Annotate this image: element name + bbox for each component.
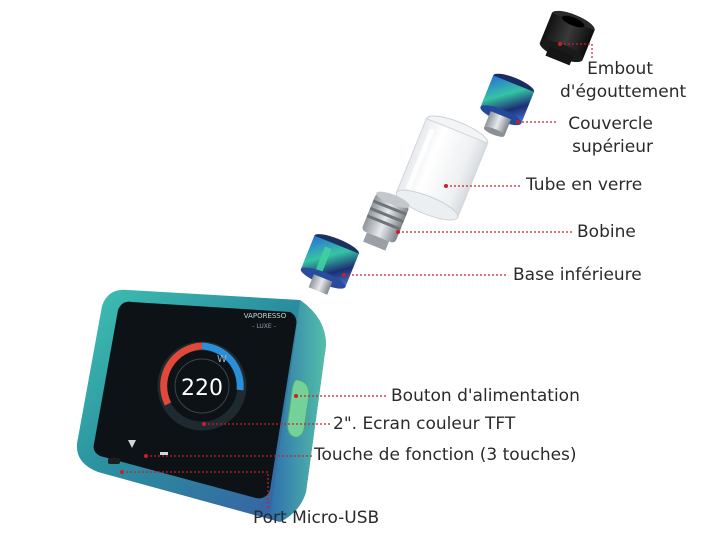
label-function-keys: Touche de fonction (3 touches) [314, 445, 577, 465]
label-micro-usb: Port Micro-USB [253, 508, 380, 528]
coil [362, 191, 410, 251]
leader-micro-usb [122, 471, 269, 508]
function-key-icon[interactable] [128, 440, 136, 448]
function-key-menu-icon[interactable] [160, 452, 168, 455]
label-bottom-base: Base inférieure [513, 265, 642, 285]
power-button[interactable] [287, 379, 310, 438]
screen-brand: VAPORESSO [244, 312, 287, 320]
wattage-unit: W [217, 354, 227, 365]
wattage-value: 220 [181, 376, 223, 401]
mod-device: 220 W VAPORESSO - LUXE - [76, 289, 326, 522]
label-top-cap: Couvercle supérieur [553, 113, 653, 159]
label-top-cap-line2: supérieur [572, 137, 653, 157]
glass-tube [395, 115, 489, 221]
label-power-button: Bouton d'alimentation [391, 386, 580, 406]
top-cap [480, 73, 535, 137]
label-coil: Bobine [577, 222, 636, 242]
micro-usb-port [108, 458, 120, 464]
label-glass-tube: Tube en verre [526, 175, 643, 195]
label-drip-tip-line2: d'égouttement [560, 82, 687, 102]
label-tft-screen: 2". Ecran couleur TFT [333, 414, 516, 434]
leader-drip-tip [560, 43, 593, 58]
label-top-cap-line1: Couvercle [568, 114, 653, 134]
label-drip-tip: Embout d'égouttement [560, 58, 687, 104]
label-drip-tip-line1: Embout [587, 59, 653, 79]
leader-dots [120, 42, 562, 474]
drip-tip [539, 10, 595, 66]
screen-model: - LUXE - [252, 323, 275, 330]
bottom-base [300, 234, 359, 295]
wattage-gauge: 220 W [157, 341, 247, 431]
leader-lines [122, 43, 593, 508]
